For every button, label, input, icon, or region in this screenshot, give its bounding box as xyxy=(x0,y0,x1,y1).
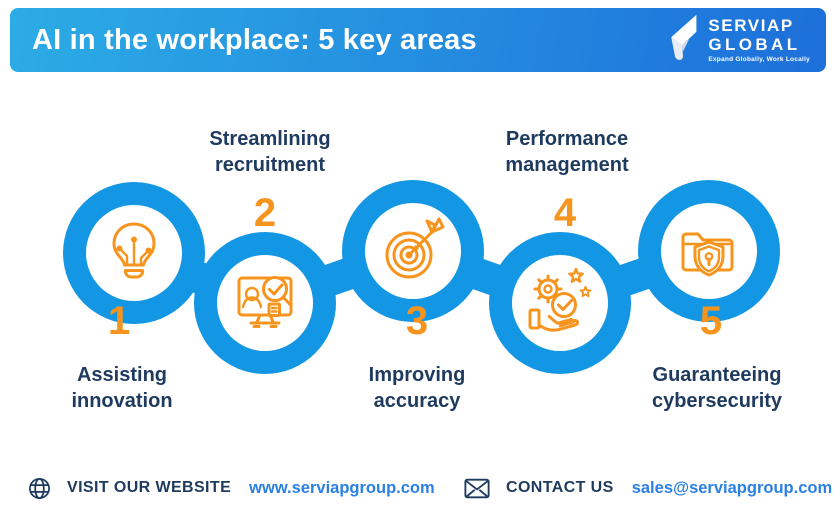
step-label-5: Guaranteeing cybersecurity xyxy=(651,364,783,412)
step-label-1: Assisting innovation xyxy=(71,364,173,412)
brand-logo: SERVIAP GLOBAL Expand Globally, Work Loc… xyxy=(664,14,810,64)
page-title: AI in the workplace: 5 key areas xyxy=(32,23,477,56)
candidate-screening-icon xyxy=(237,276,293,328)
step-number-3: 3 xyxy=(405,299,429,343)
step-label-3: Improving accuracy xyxy=(368,364,466,412)
footer-website: VISIT OUR WEBSITE www.serviapgroup.com xyxy=(28,474,435,502)
chain-circle-4 xyxy=(489,232,631,374)
chain-circle-2 xyxy=(194,232,336,374)
brand-tagline: Expand Globally, Work Locally xyxy=(708,55,810,63)
lightbulb-circuit-icon xyxy=(112,222,156,279)
step-number-5: 5 xyxy=(699,299,723,343)
contact-email-link[interactable]: sales@serviapgroup.com xyxy=(631,478,833,497)
step-label-2: Streamlining recruitment xyxy=(209,128,331,176)
chain-circle-5 xyxy=(638,180,780,322)
serviap-chevron-icon xyxy=(671,14,697,60)
step-number-2: 2 xyxy=(253,191,277,235)
envelope-icon xyxy=(464,478,490,498)
footer-contact: CONTACT US sales@serviapgroup.com xyxy=(464,474,832,502)
chain-circle-1 xyxy=(63,182,205,324)
step-number-1: 1 xyxy=(107,299,131,343)
website-url-link[interactable]: www.serviapgroup.com xyxy=(249,478,435,497)
brand-name-line2: GLOBAL xyxy=(708,34,801,54)
brand-name-line1: SERVIAP xyxy=(708,15,794,35)
website-label: VISIT OUR WEBSITE xyxy=(67,479,232,496)
header-bar: AI in the workplace: 5 key areas SERVIAP… xyxy=(10,8,826,72)
gear-stars-hand-icon xyxy=(528,267,592,332)
target-dart-icon xyxy=(385,217,445,279)
contact-label: CONTACT US xyxy=(506,479,614,496)
folder-shield-lock-icon xyxy=(681,232,734,277)
chain-circle-3 xyxy=(342,180,484,322)
globe-icon xyxy=(29,477,50,499)
step-number-4: 4 xyxy=(553,191,577,235)
circle-face xyxy=(217,255,313,351)
step-label-4: Performance management xyxy=(505,128,629,176)
brand-wordmark: SERVIAP GLOBAL Expand Globally, Work Loc… xyxy=(708,16,810,63)
